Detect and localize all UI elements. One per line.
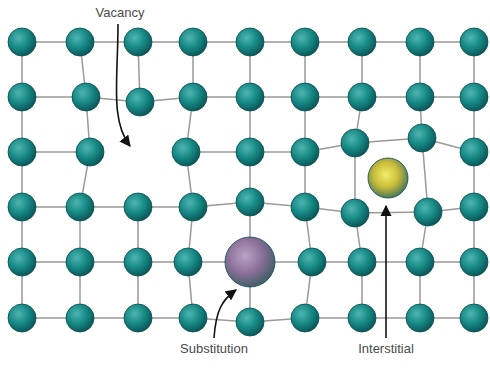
lattice-atom <box>460 28 488 56</box>
lattice-atom <box>406 248 434 276</box>
lattice-atom <box>408 124 436 152</box>
lattice-atom <box>126 88 154 116</box>
lattice-atom <box>348 304 376 332</box>
lattice-atom <box>460 304 488 332</box>
lattice-atom <box>72 83 100 111</box>
lattice-atom <box>172 138 200 166</box>
leader-arrow <box>385 206 387 338</box>
lattice-atom <box>348 248 376 276</box>
lattice-atom <box>460 193 488 221</box>
lattice-atom <box>124 28 152 56</box>
lattice-atom <box>460 248 488 276</box>
defect-label: Vacancy <box>94 6 147 20</box>
lattice-atom <box>66 28 94 56</box>
lattice-atom <box>291 304 319 332</box>
lattice-atom <box>406 304 434 332</box>
lattice-atom <box>291 193 319 221</box>
lattice-atom <box>124 248 152 276</box>
lattice-atom <box>124 304 152 332</box>
lattice-atom <box>8 193 36 221</box>
lattice-atom <box>179 304 207 332</box>
lattice-atom <box>8 83 36 111</box>
lattice-atom <box>179 193 207 221</box>
lattice-atom <box>291 28 319 56</box>
lattice-atom <box>8 304 36 332</box>
lattice-atom <box>179 28 207 56</box>
lattice-atom <box>298 248 326 276</box>
lattice-atom <box>414 198 442 226</box>
lattice-atom <box>8 28 36 56</box>
defect-label: Substitution <box>178 342 250 356</box>
lattice-atom <box>174 248 202 276</box>
lattice-atom <box>460 83 488 111</box>
lattice-atom <box>406 28 434 56</box>
lattice-atom <box>341 129 369 157</box>
lattice-atom <box>66 193 94 221</box>
lattice-atom <box>236 28 264 56</box>
lattice-atom <box>124 193 152 221</box>
lattice-atom <box>348 83 376 111</box>
lattice-atom <box>66 304 94 332</box>
lattice-atom <box>66 248 94 276</box>
lattice-atom <box>236 138 264 166</box>
lattice-atom <box>341 199 369 227</box>
lattice-atom <box>76 138 104 166</box>
lattice-atom <box>236 308 264 336</box>
substitution-atom <box>225 237 275 287</box>
lattice-atom <box>460 138 488 166</box>
lattice-atom <box>406 83 434 111</box>
lattice-atom <box>179 83 207 111</box>
defect-label: Interstitial <box>356 342 416 356</box>
lattice-atom <box>236 188 264 216</box>
lattice-atom <box>8 248 36 276</box>
lattice-atom <box>8 138 36 166</box>
lattice-atom <box>291 138 319 166</box>
leader-arrow <box>214 290 236 338</box>
leader-arrow <box>116 24 130 146</box>
interstitial-atom <box>368 158 408 198</box>
lattice-atom <box>236 83 264 111</box>
lattice-atom <box>291 83 319 111</box>
lattice-atom <box>348 28 376 56</box>
